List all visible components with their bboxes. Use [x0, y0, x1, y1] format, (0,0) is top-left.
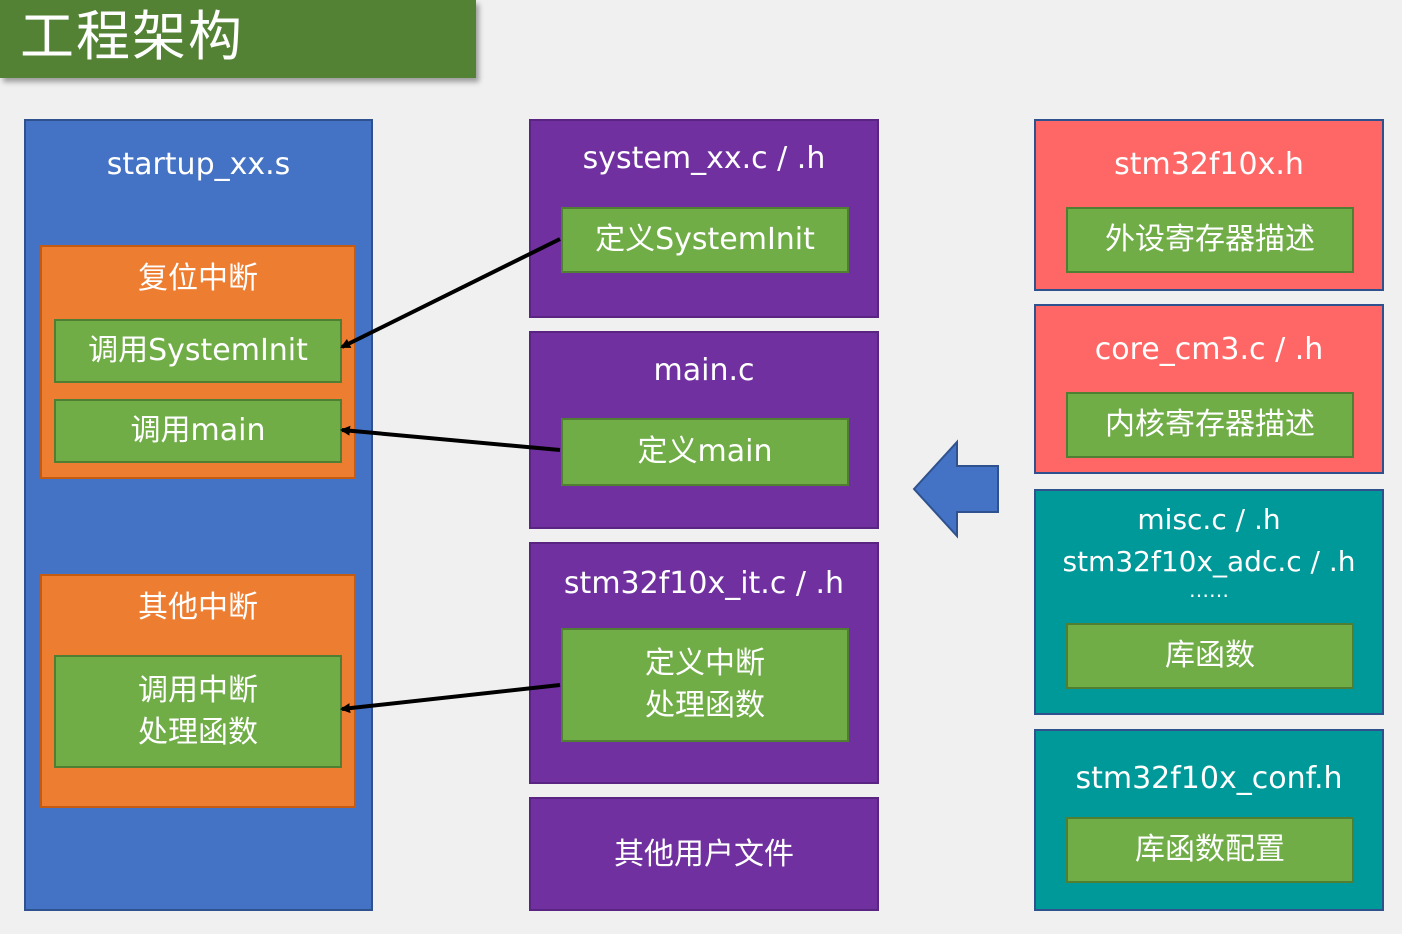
lib-files-line1: misc.c / .h	[1137, 503, 1281, 536]
system-file-label: system_xx.c / .h	[582, 141, 826, 176]
call-systeminit-box: 调用SystemInit	[54, 319, 342, 383]
library-functions-box: 库函数	[1066, 623, 1354, 689]
it-file-label: stm32f10x_it.c / .h	[563, 566, 845, 601]
core-file-box: core_cm3.c / .h 内核寄存器描述	[1034, 304, 1384, 474]
page-title: 工程架构	[20, 5, 244, 68]
reset-interrupt-label: 复位中断	[138, 261, 258, 296]
title-bar: 工程架构	[0, 0, 476, 78]
lib-files-box: misc.c / .h stm32f10x_adc.c / .h …… 库函数	[1034, 489, 1384, 715]
core-file-label: core_cm3.c / .h	[1094, 332, 1324, 367]
lib-files-line2: stm32f10x_adc.c / .h	[1062, 545, 1356, 578]
main-file-label: main.c	[653, 353, 755, 388]
library-config-label: 库函数配置	[1135, 832, 1285, 867]
lib-files-line3: ……	[1189, 578, 1229, 602]
call-handler-box: 调用中断 处理函数	[54, 655, 342, 768]
call-handler-line2: 处理函数	[138, 714, 258, 750]
user-files-box: 其他用户文件	[529, 797, 879, 911]
core-register-label: 内核寄存器描述	[1105, 407, 1315, 442]
startup-label: startup_xx.s	[106, 147, 291, 182]
define-handler-box: 定义中断 处理函数	[561, 628, 849, 742]
left-block-arrow-icon	[912, 439, 999, 539]
peripheral-register-label: 外设寄存器描述	[1105, 222, 1315, 257]
define-main-box: 定义main	[561, 418, 849, 486]
define-handler-line2: 处理函数	[645, 688, 765, 723]
arrow-systeminit	[340, 237, 561, 349]
define-handler-line1: 定义中断	[645, 646, 765, 681]
startup-box: startup_xx.s 复位中断 调用SystemInit 调用main 其他…	[24, 119, 373, 911]
call-main-box: 调用main	[54, 399, 342, 463]
other-interrupt-box: 其他中断 调用中断 处理函数	[40, 574, 356, 808]
main-file-box: main.c 定义main	[529, 331, 879, 529]
define-systeminit-label: 定义SystemInit	[595, 222, 815, 257]
reset-interrupt-box: 复位中断 调用SystemInit 调用main	[40, 245, 356, 479]
conf-file-box: stm32f10x_conf.h 库函数配置	[1034, 729, 1384, 911]
library-config-box: 库函数配置	[1066, 817, 1354, 883]
user-files-label: 其他用户文件	[614, 837, 794, 872]
define-main-label: 定义main	[637, 434, 773, 469]
other-interrupt-label: 其他中断	[138, 590, 258, 625]
call-systeminit-label: 调用SystemInit	[88, 333, 308, 368]
system-file-box: system_xx.c / .h 定义SystemInit	[529, 119, 879, 318]
peripheral-register-box: 外设寄存器描述	[1066, 207, 1354, 273]
core-register-box: 内核寄存器描述	[1066, 392, 1354, 458]
library-functions-label: 库函数	[1165, 638, 1255, 673]
call-handler-line1: 调用中断	[138, 672, 258, 708]
stm32-header-label: stm32f10x.h	[1114, 147, 1304, 182]
call-main-label: 调用main	[130, 413, 266, 448]
arrow-main	[340, 425, 561, 452]
define-systeminit-box: 定义SystemInit	[561, 207, 849, 273]
conf-file-label: stm32f10x_conf.h	[1075, 761, 1343, 796]
stm32-header-box: stm32f10x.h 外设寄存器描述	[1034, 119, 1384, 291]
it-file-box: stm32f10x_it.c / .h 定义中断 处理函数	[529, 542, 879, 784]
arrow-interrupt-handler	[340, 683, 561, 714]
